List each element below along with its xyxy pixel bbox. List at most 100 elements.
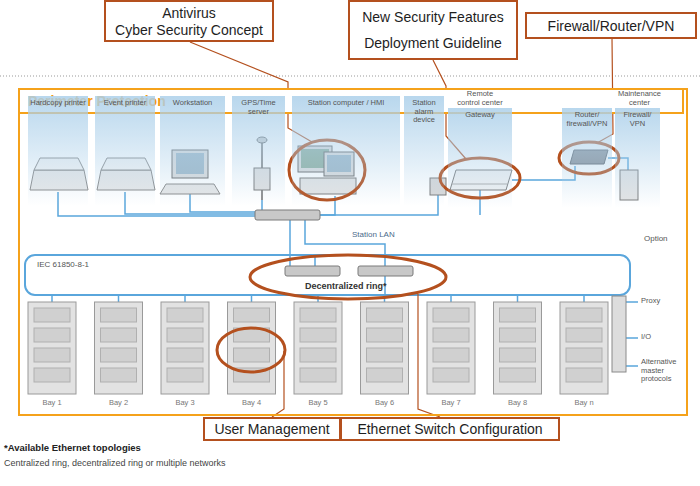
diagram-label: IEC 61850-8-1 — [37, 260, 89, 269]
diagram-label: Centralized ring, decentralized ring or … — [4, 458, 226, 468]
cabinet-panel — [566, 328, 602, 342]
device-label: Hardcopy printer — [30, 99, 86, 108]
bay-cabinet — [28, 302, 76, 394]
bay-label: Bay 6 — [361, 399, 409, 408]
cabinet-panel — [500, 328, 536, 342]
bay-label: Bay n — [560, 399, 608, 408]
bay-cabinet — [560, 302, 608, 394]
device-column: Event printer — [95, 96, 155, 206]
callout-box: Ethernet Switch Configuration — [340, 417, 560, 441]
perimeter-band: Perimeter ProtectionHardcopy printerEven… — [18, 88, 688, 416]
bay-label: Bay 4 — [228, 399, 276, 408]
bay-cabinets — [28, 295, 608, 394]
diagram-label: Maintenance center — [617, 90, 662, 107]
cabinet-panel — [234, 348, 270, 362]
cabinet-panel — [167, 368, 203, 382]
device-label: GPS/Time server — [234, 99, 283, 116]
callout-text: Ethernet Switch Configuration — [357, 421, 542, 437]
diagram-label: *Available Ethernet topologies — [4, 443, 141, 454]
device-label: Router/ firewall/VPN — [564, 111, 610, 128]
bay-cabinet — [95, 302, 143, 394]
callout-text: Firewall/Router/VPN — [548, 18, 675, 34]
cabinet-panel — [101, 328, 137, 342]
bay-wire — [583, 295, 585, 302]
bay-wire — [517, 295, 519, 302]
cabinet-panel — [300, 368, 336, 382]
proxy-unit — [612, 296, 626, 372]
cabinet-panel — [566, 308, 602, 322]
cabinet-panel — [34, 308, 70, 322]
device-label: Workstation — [162, 99, 223, 108]
cabinet-panel — [167, 348, 203, 362]
callout-box: AntivirusCyber Security Concept — [104, 0, 274, 42]
bay-cabinet — [494, 302, 542, 394]
cabinet-panel — [167, 308, 203, 322]
diagram-label: I/O — [641, 333, 651, 342]
diagram-label: Proxy — [641, 297, 660, 306]
bay-cabinet — [427, 302, 475, 394]
device-column: Station alarm device — [404, 96, 444, 206]
diagram-label: Decentralized ring* — [305, 281, 387, 291]
callout-box: New Security FeaturesDeployment Guidelin… — [348, 0, 518, 60]
cabinet-panel — [500, 368, 536, 382]
bay-wire — [118, 295, 120, 302]
station-switch — [255, 210, 320, 220]
device-column: Hardcopy printer — [28, 96, 88, 206]
cabinet-panel — [367, 348, 403, 362]
device-column: Gateway — [448, 108, 512, 208]
callout-box: Firewall/Router/VPN — [525, 12, 697, 39]
cabinet-panel — [566, 348, 602, 362]
bay-wire — [251, 295, 253, 302]
diagram-label: Option — [644, 234, 668, 243]
cabinet-panel — [500, 308, 536, 322]
bay-cabinet — [228, 302, 276, 394]
cabinet-panel — [367, 368, 403, 382]
cabinet-panel — [34, 328, 70, 342]
device-column: GPS/Time server — [232, 96, 285, 206]
cabinet-panel — [34, 348, 70, 362]
diagram-label: Station LAN — [352, 230, 395, 239]
device-column: Firewall/ VPN — [615, 108, 660, 208]
cabinet-panel — [167, 328, 203, 342]
bay-label: Bay 5 — [294, 399, 342, 408]
cabinet-panel — [367, 308, 403, 322]
bay-label: Bay 8 — [494, 399, 542, 408]
bay-cabinet — [161, 302, 209, 394]
cabinet-panel — [101, 368, 137, 382]
callout-box: User Management — [203, 417, 340, 441]
callout-text: User Management — [214, 421, 329, 437]
cabinet-panel — [300, 328, 336, 342]
device-label: Station computer / HMI — [294, 99, 398, 108]
bay-wire — [184, 295, 186, 302]
diagram-label: Alternative master protocols — [641, 358, 685, 384]
callout-text: New Security Features — [362, 9, 504, 25]
callout-text: Cyber Security Concept — [115, 22, 263, 38]
bay-label: Bay 1 — [28, 399, 76, 408]
device-column: Router/ firewall/VPN — [562, 108, 612, 208]
callout-text: Deployment Guideline — [364, 35, 502, 51]
bay-wire — [450, 295, 452, 302]
callout-text: Antivirus — [162, 5, 216, 21]
device-label: Firewall/ VPN — [617, 111, 658, 128]
bay-cabinet — [361, 302, 409, 394]
diagram-label: Remote control center — [455, 90, 505, 107]
cabinet-panel — [101, 308, 137, 322]
bay-label: Bay 3 — [161, 399, 209, 408]
cabinet-panel — [367, 328, 403, 342]
device-label: Event printer — [97, 99, 153, 108]
cabinet-panel — [433, 308, 469, 322]
cabinet-panel — [566, 368, 602, 382]
ring-switch — [285, 266, 340, 276]
device-label: Station alarm device — [406, 99, 442, 125]
device-label: Gateway — [450, 111, 510, 120]
bay-cabinet — [294, 302, 342, 394]
cabinet-panel — [500, 348, 536, 362]
cabinet-panel — [34, 368, 70, 382]
ring-switch — [358, 266, 413, 276]
bay-label: Bay 7 — [427, 399, 475, 408]
cabinet-panel — [300, 348, 336, 362]
cabinet-panel — [101, 348, 137, 362]
cabinet-panel — [234, 308, 270, 322]
bay-wire — [51, 295, 53, 302]
